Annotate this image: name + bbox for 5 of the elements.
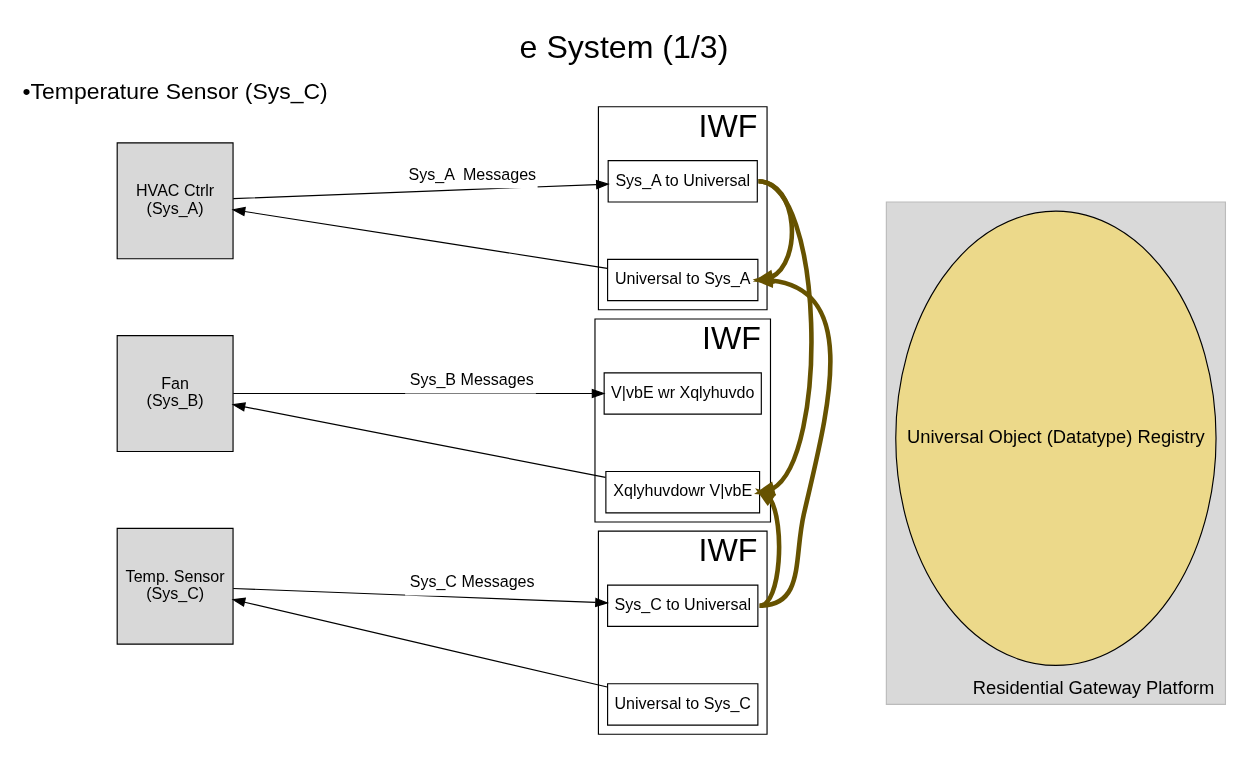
edge-label: Sys_A Messages [408,164,537,183]
label: •Temperature Sensor (Sys_C) [22,77,328,104]
edge-label: Sys_C Messages [409,571,535,590]
edge-label: Sys_B Messages [409,369,534,388]
diagram-title: e System (1/3) [519,28,729,65]
